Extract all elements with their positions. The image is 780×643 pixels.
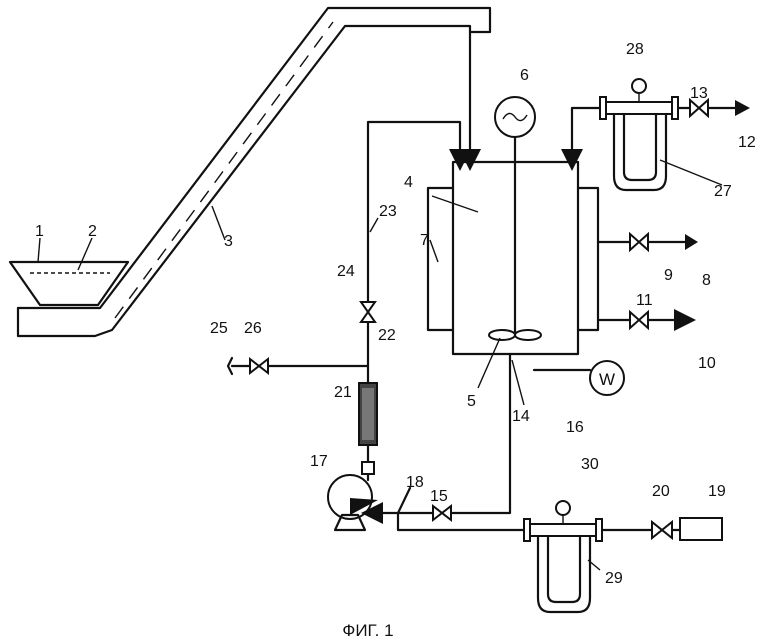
- label-10: 10: [698, 355, 716, 372]
- flowmeter-29: [524, 501, 602, 612]
- label-27: 27: [714, 183, 732, 200]
- label-1: 1: [35, 223, 44, 240]
- label-20: 20: [652, 483, 670, 500]
- label-23: 23: [379, 203, 397, 220]
- label-12: 12: [738, 134, 756, 151]
- label-5: 5: [467, 393, 476, 410]
- label-6: 6: [520, 67, 529, 84]
- label-21: 21: [334, 384, 352, 401]
- hopper: [10, 262, 128, 305]
- label-24: 24: [337, 263, 355, 280]
- label-8: 8: [702, 272, 711, 289]
- label-4: 4: [404, 174, 413, 191]
- label-29: 29: [605, 570, 623, 587]
- label-9: 9: [664, 267, 673, 284]
- flowmeter-27: [600, 79, 678, 190]
- label-28: 28: [626, 41, 644, 58]
- label-15: 15: [430, 488, 448, 505]
- label-7: 7: [420, 232, 429, 249]
- label-17: 17: [310, 453, 328, 470]
- figure-caption: ФИГ. 1: [342, 621, 393, 640]
- label-3: 3: [224, 233, 233, 250]
- label-11: 11: [636, 292, 653, 309]
- label-25: 25: [210, 320, 228, 337]
- filter-21: [359, 383, 377, 474]
- label-13: 13: [690, 85, 708, 102]
- inclined-conveyor: [18, 8, 490, 336]
- reactor-vessel: [428, 162, 598, 354]
- label-14: 14: [512, 408, 530, 425]
- jacket-inlet: [598, 234, 698, 250]
- label-22: 22: [378, 327, 396, 344]
- label-19: 19: [708, 483, 726, 500]
- label-2: 2: [88, 223, 97, 240]
- jacket-outlet: [598, 312, 685, 328]
- agitator: [489, 97, 541, 340]
- pump-17: [328, 474, 378, 530]
- wattmeter: W: [534, 361, 624, 395]
- line-25: [228, 358, 368, 374]
- valve-24: [361, 302, 375, 322]
- label-30: 30: [581, 456, 599, 473]
- label-18: 18: [406, 474, 424, 491]
- label-16: 16: [566, 419, 584, 436]
- wattmeter-symbol: W: [599, 370, 615, 389]
- label-26: 26: [244, 320, 262, 337]
